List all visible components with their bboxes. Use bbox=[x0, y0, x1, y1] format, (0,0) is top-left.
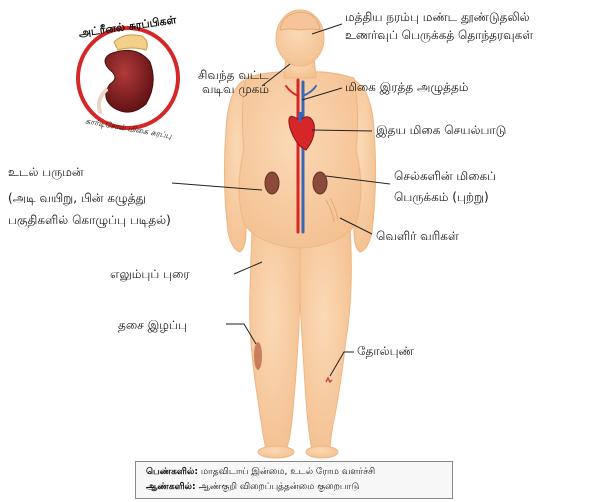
label-cns-1: மத்திய நரம்பு மண்ட தூண்டுதலில் bbox=[345, 10, 530, 25]
label-osteoporosis: எலும்புப் புரை bbox=[110, 267, 190, 282]
note-men: ஆண்களில்: ஆண்குறி விறைப்புத்தன்மை குறைபா… bbox=[146, 480, 442, 495]
label-cell-growth-1: செல்களின் மிகைப் bbox=[394, 169, 496, 183]
label-hypertension: மிகை இரத்த அழுத்தம் bbox=[345, 80, 468, 95]
label-cell-growth-2: பெருக்கம் (புற்று) bbox=[394, 190, 489, 205]
note-women-label: பெண்களில்: bbox=[146, 467, 198, 477]
label-cns-2: உணர்வுப் பெருக்கத் தொந்தரவுகள் bbox=[345, 28, 533, 43]
label-obesity-3: பகுதிகளில் கொழுப்பு படிதல்) bbox=[8, 213, 171, 228]
right-foot bbox=[306, 446, 338, 458]
note-men-text: ஆண்குறி விறைப்புத்தன்மை குறைபாடு bbox=[199, 482, 360, 492]
label-muscle-loss: தசை இழப்பு bbox=[118, 318, 187, 333]
note-women-text: மாதவிடாய் இன்மை, உடல் ரோம வளர்ச்சி bbox=[201, 467, 375, 477]
adrenal-inset: அட்ரீனல் சுரப்பிகள் கார்டிசோல் மிகை சுரப… bbox=[78, 13, 178, 142]
left-leg bbox=[250, 228, 300, 450]
note-box: பெண்களில்: மாதவிடாய் இன்மை, உடல் ரோம வளர… bbox=[135, 461, 453, 499]
label-moon-face-1: சிவந்த வட்ட bbox=[198, 68, 269, 82]
label-moon-face-2: வடிவ முகம் bbox=[202, 82, 269, 97]
label-obesity-2: (அடி வயிறு, பின் கழுத்து bbox=[8, 191, 146, 206]
muscle-loss-mark bbox=[254, 342, 262, 370]
label-heart: இதய மிகை செயல்பாடு bbox=[376, 123, 506, 138]
label-obesity-1: உடல் பருமன் bbox=[8, 165, 84, 180]
label-skin-ulcer: தோல்புண் bbox=[357, 344, 414, 358]
right-leg bbox=[300, 228, 351, 450]
torso bbox=[239, 72, 361, 248]
left-foot bbox=[258, 446, 294, 458]
note-men-label: ஆண்களில்: bbox=[146, 482, 196, 492]
note-women: பெண்களில்: மாதவிடாய் இன்மை, உடல் ரோம வளர… bbox=[146, 465, 442, 480]
label-striae: வெளிர் வரிகள் bbox=[376, 229, 459, 243]
